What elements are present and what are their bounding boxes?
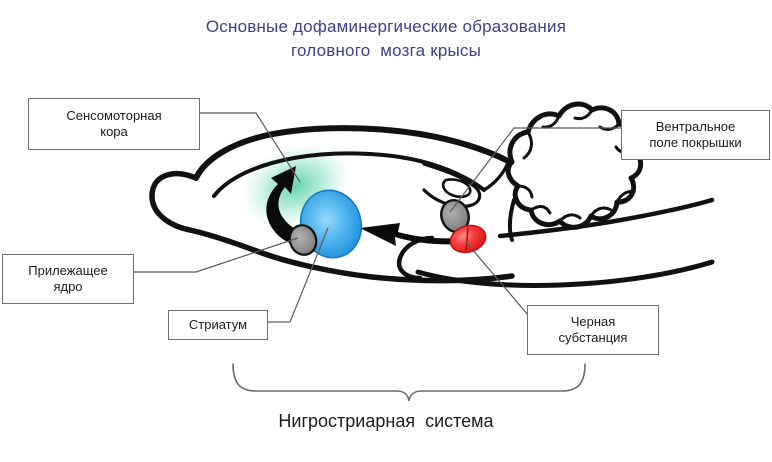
leader-striatum — [268, 227, 329, 323]
leader-cortex — [200, 112, 301, 183]
nuclei-group — [288, 189, 487, 259]
page-title-line2: головного мозга крысы — [290, 41, 482, 60]
label-substantia-nigra[interactable]: Черная субстанция — [527, 305, 659, 355]
label-sensorimotor-cortex-text: Сенсомоторная кора — [66, 108, 162, 139]
page-title-line1: Основные дофаминергические образования — [205, 17, 567, 36]
brain-outline — [149, 101, 715, 288]
substantia-nigra-marker — [449, 224, 487, 254]
leader-lines — [134, 112, 621, 323]
label-substantia-nigra-text: Черная субстанция — [558, 314, 628, 345]
dopamine-projection-arrows — [266, 166, 470, 249]
leader-vta — [449, 127, 621, 213]
leader-accumbens — [134, 237, 299, 273]
label-striatum-text: Стриатум — [188, 317, 248, 332]
nigrostriatal-brace — [232, 363, 586, 402]
label-striatum[interactable]: Стриатум — [168, 310, 268, 340]
label-nucleus-accumbens[interactable]: Прилежащее ядро — [2, 254, 134, 304]
label-sensorimotor-cortex[interactable]: Сенсомоторная кора — [28, 98, 200, 150]
label-ventral-tegmental-area-text: Вентральное поле покрышки — [649, 119, 742, 150]
nigrostriatal-system-caption: Нигростриарная система — [278, 411, 494, 431]
label-ventral-tegmental-area[interactable]: Вентральное поле покрышки — [621, 110, 770, 160]
label-nucleus-accumbens-text: Прилежащее ядро — [28, 263, 108, 294]
nucleus-accumbens-marker — [288, 224, 318, 256]
